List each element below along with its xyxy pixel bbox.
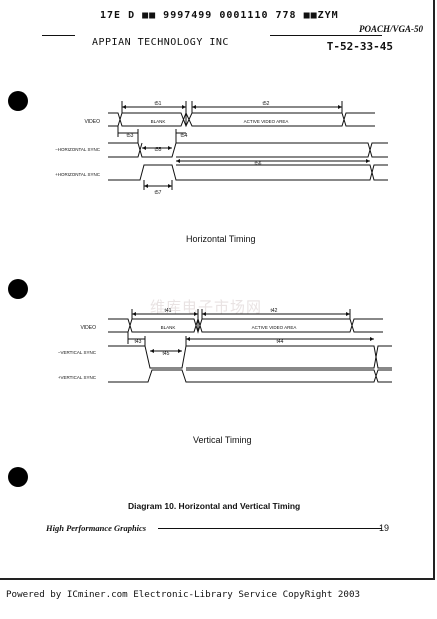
header-handwritten-code: T-52-33-45 — [326, 40, 393, 53]
h-t57: t57 — [155, 190, 162, 196]
h-plus-sync-waveform — [108, 164, 388, 181]
v-t45: t45 — [163, 351, 170, 357]
v-plus-sync-waveform — [108, 369, 392, 383]
h-video-waveform-inverse — [108, 111, 375, 127]
h-t54: t54 — [181, 133, 188, 139]
watermark: 维库电子市场网 — [150, 298, 263, 316]
powered-by-line: Powered by ICminer.com Electronic-Librar… — [6, 589, 361, 600]
v-plus-sync-upper — [186, 369, 392, 383]
footer-rule — [158, 528, 382, 529]
header-company: APPIAN TECHNOLOGY INC — [92, 37, 229, 48]
h-t51: t51 — [155, 101, 162, 107]
h-minus-sync-lower-left — [108, 142, 143, 158]
binder-hole-1 — [8, 91, 28, 111]
v-t43: t43 — [135, 339, 142, 345]
h-minus-sync-waveform — [108, 142, 388, 158]
h-minus-sync-lower-right — [176, 142, 388, 158]
binder-hole-3 — [8, 467, 28, 487]
h-video-waveform — [108, 112, 375, 128]
h-t53: t53 — [127, 133, 134, 139]
v-video-waveform-inverse — [108, 317, 383, 333]
v-t42: t42 — [271, 308, 278, 314]
h-region-active: ACTIVE VIDEO AREA — [244, 119, 289, 124]
v-label-video: VIDEO — [80, 325, 96, 331]
vertical-timing-diagram: VIDEO −VERTICAL SYNC +VERTICAL SYNC BLAN… — [58, 308, 392, 383]
footer-title: High Performance Graphics — [46, 523, 147, 533]
document-page: 17E D ■■ 9997499 0001110 778 ■■ZYM POACH… — [0, 0, 435, 580]
h-label-plus-sync: +HORIZONTAL SYNC — [55, 172, 101, 177]
h-t52: t52 — [263, 101, 270, 107]
horizontal-timing-diagram: VIDEO −HORIZONTAL SYNC +HORIZONTAL SYNC … — [55, 101, 388, 196]
diagram-caption: Diagram 10. Horizontal and Vertical Timi… — [128, 501, 301, 511]
header-rule-right — [270, 35, 382, 36]
v-video-waveform — [108, 318, 383, 334]
v-minus-sync-waveform — [108, 345, 392, 369]
v-t41: t41 — [165, 308, 172, 314]
header-rule-left — [42, 35, 75, 36]
v-region-active: ACTIVE VIDEO AREA — [252, 325, 297, 330]
vertical-timing-title: Vertical Timing — [193, 435, 252, 445]
h-t56: t56 — [255, 161, 262, 167]
h-t55: t55 — [155, 147, 162, 153]
v-minus-sync-lower — [186, 345, 392, 369]
h-plus-sync-upper — [176, 164, 388, 181]
footer-page-number: 19 — [378, 523, 389, 533]
h-label-minus-sync: −HORIZONTAL SYNC — [55, 147, 101, 152]
v-label-plus-sync: +VERTICAL SYNC — [58, 375, 97, 380]
binder-hole-2 — [8, 279, 28, 299]
v-t44: t44 — [277, 339, 284, 345]
v-label-minus-sync: −VERTICAL SYNC — [58, 350, 97, 355]
h-label-video: VIDEO — [84, 119, 100, 125]
h-region-blank: BLANK — [151, 119, 166, 124]
v-region-blank: BLANK — [161, 325, 176, 330]
horizontal-timing-title: Horizontal Timing — [186, 234, 256, 244]
header-code-line: 17E D ■■ 9997499 0001110 778 ■■ZYM — [100, 10, 339, 21]
header-doc-id: POACH/VGA-50 — [358, 24, 423, 34]
